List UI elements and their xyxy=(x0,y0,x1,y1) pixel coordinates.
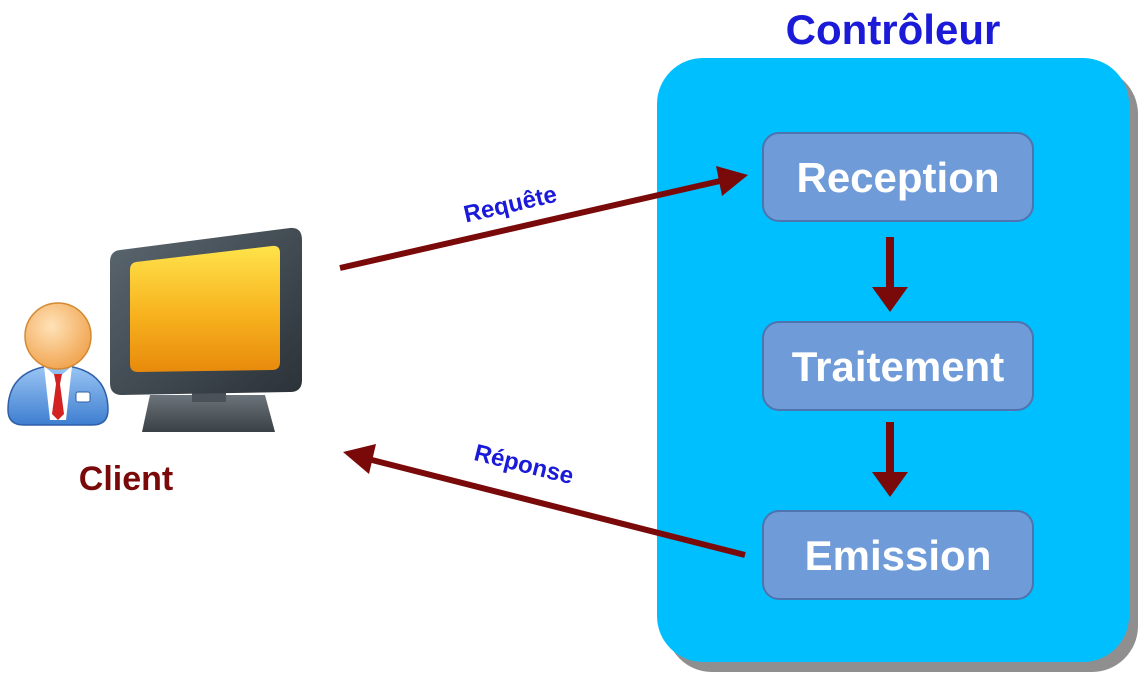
computer-monitor-icon xyxy=(110,227,302,432)
step-box-traitement-bg xyxy=(762,321,1034,411)
flow-arrow-traitement-to-emission xyxy=(872,422,908,497)
controller-title: Contrôleur xyxy=(786,6,1001,53)
step-box-reception: Reception xyxy=(762,132,1034,222)
request-arrow xyxy=(339,166,748,271)
flow-arrow-reception-to-traitement xyxy=(872,237,908,312)
step-label-emission: Emission xyxy=(805,532,992,579)
step-box-reception-bg xyxy=(762,132,1034,222)
step-box-emission: Emission xyxy=(762,510,1034,600)
step-box-traitement: Traitement xyxy=(762,321,1034,411)
step-box-emission-bg xyxy=(762,510,1034,600)
client-label: Client xyxy=(79,460,173,498)
step-label-reception: Reception xyxy=(796,154,999,201)
response-label: Réponse xyxy=(471,439,576,490)
step-label-traitement: Traitement xyxy=(792,343,1004,390)
response-arrow xyxy=(343,444,746,558)
user-person-icon xyxy=(7,302,109,426)
